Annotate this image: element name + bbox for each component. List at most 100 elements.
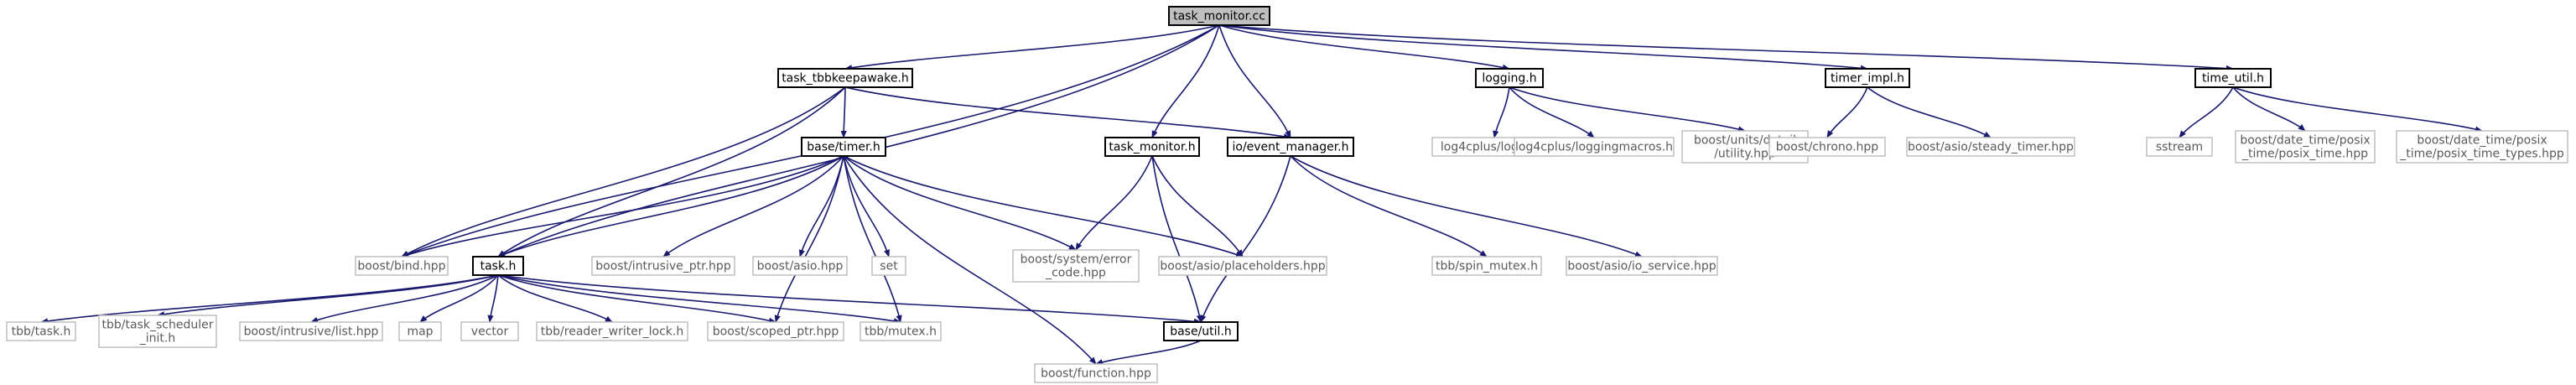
node-label: _code.hpp [1045,266,1106,279]
node-label: _time/posix_time_types.hpp [2399,147,2564,160]
node-task_h[interactable]: task.h [472,256,524,276]
node-boost_asio_io_service: boost/asio/io_service.hpp [1566,256,1718,276]
node-boost_posix_time: boost/date_time/posix_time/posix_time.hp… [2235,130,2376,164]
node-box [355,256,449,276]
node-tbb_reader_writer_lock_h: tbb/reader_writer_lock.h [536,321,688,341]
node-box [1768,137,1886,157]
edge-task_monitor_h-to-base_util_h [1151,155,1202,323]
node-box [752,256,848,276]
node-task_monitor_cc[interactable]: task_monitor.cc [1168,6,1270,26]
edge-task_monitor_h-to-boost_system_error_code [1075,155,1153,251]
edge-task_h-to-base_util_h [497,274,1202,325]
node-box [1514,137,1675,157]
node-label: base/timer.h [807,140,880,153]
edge-base_util_h-to-boost_function [1095,340,1202,366]
node-sstream: sstream [2146,137,2213,157]
node-label: boost/asio.hpp [757,259,844,273]
node-label: tbb/task.h [12,325,71,338]
node-box [777,68,913,88]
node-base_util_h[interactable]: base/util.h [1163,321,1239,341]
node-box [1012,249,1140,283]
node-label: timer_impl.h [1831,71,1904,85]
node-label: boost/scoped_ptr.hpp [713,325,839,338]
edge-base_timer_h-to-boost_asio_placeholders [843,155,1244,258]
node-task_tbbkeepawake_h[interactable]: task_tbbkeepawake.h [777,68,913,88]
node-boost_asio: boost/asio.hpp [752,256,848,276]
node-label: boost/chrono.hpp [1776,140,1879,153]
node-boost_posix_time_types: boost/date_time/posix_time/posix_time_ty… [2396,130,2568,164]
node-label: task_tbbkeepawake.h [782,71,909,85]
node-box [707,321,844,341]
node-label: boost/date_time/posix [2417,133,2547,147]
node-label: /utility.hpp [1714,147,1776,160]
node-label: tbb/reader_writer_lock.h [541,325,683,338]
node-log4cplus_loggingmacros_h: log4cplus/loggingmacros.h [1514,137,1675,157]
edge-base_timer_h-to-boost_intrusive_ptr [662,155,844,258]
node-label: tbb/spin_mutex.h [1436,259,1538,273]
node-base_timer_h[interactable]: base/timer.h [801,137,886,157]
node-box [591,256,735,276]
node-timer_impl_h[interactable]: timer_impl.h [1825,68,1910,88]
edge-base_timer_h-to-boost_bind [401,155,844,258]
edge-task_monitor_cc-to-task_tbbkeepawake_h [844,24,1220,71]
node-label: tbb/mutex.h [865,325,937,338]
node-boost_bind: boost/bind.hpp [355,256,449,276]
node-label: set [880,259,898,273]
edge-task_monitor_cc-to-time_util_h [1218,24,2234,72]
node-label: task_monitor.cc [1173,9,1265,23]
node-box [1104,137,1200,157]
edge-base_timer_h-to-tbb_mutex_h [843,155,902,323]
node-boost_intrusive_ptr: boost/intrusive_ptr.hpp [591,256,735,276]
edge-task_h-to-boost_scoped_ptr [497,274,776,324]
node-box [1168,6,1270,26]
edge-io_event_manager_h-to-base_util_h [1200,155,1291,323]
node-tbb_mutex_h: tbb/mutex.h [860,321,942,341]
edge-base_timer_h-to-boost_function [843,155,1097,365]
edge-logging_h-to-boost_units_detail_utility [1509,86,1746,133]
node-label: boost/bind.hpp [357,259,445,273]
node-box [536,321,688,341]
edge-task_h-to-tbb_task_h [40,274,499,325]
edge-task_monitor_h-to-boost_asio_placeholders [1151,155,1244,258]
node-time_util_h[interactable]: time_util.h [2194,68,2272,88]
node-label: log4cplus/loggingmacros.h [1515,140,1673,153]
node-label: boost/intrusive/list.hpp [244,325,379,338]
node-box [472,256,524,276]
edge-base_timer_h-to-boost_system_error_code [843,155,1077,251]
node-layer: task_monitor.cc boost/bind.hpp task.h task_… [6,6,2568,383]
node-task_monitor_h[interactable]: task_monitor.h [1104,137,1200,157]
edge-time_util_h-to-boost_posix_time_types [2232,86,2483,133]
node-box [2235,130,2376,164]
node-label: boost/asio/io_service.hpp [1567,259,1716,273]
node-box [1227,137,1354,157]
edge-task_monitor_cc-to-logging_h [1218,24,1510,70]
edge-time_util_h-to-boost_posix_time [2232,86,2306,132]
node-box [398,321,442,341]
node-boost_function: boost/function.hpp [1034,363,1158,383]
node-box [2194,68,2272,88]
node-io_event_manager_h[interactable]: io/event_manager.h [1227,137,1354,157]
edge-task_monitor_cc-to-task_monitor_h [1151,24,1220,138]
edge-task_h-to-tbb_reader_writer_lock_h [497,274,613,323]
node-label: boost/intrusive_ptr.hpp [595,259,731,273]
node-label: boost/date_time/posix [2240,133,2370,147]
node-box [1906,137,2075,157]
edge-base_timer_h-to-boost_asio [798,155,844,258]
node-label: _init.h [139,331,175,345]
node-box [1566,256,1718,276]
node-boost_intrusive_list: boost/intrusive/list.hpp [239,321,383,341]
node-boost_chrono: boost/chrono.hpp [1768,137,1886,157]
node-label: vector [471,325,509,338]
node-boost_system_error_code: boost/system/error_code.hpp [1012,249,1140,283]
node-label: boost/asio/steady_timer.hpp [1908,140,2074,153]
node-box [871,256,906,276]
node-box [460,321,519,341]
node-label: time_util.h [2202,71,2264,85]
edge-layer [40,24,2483,366]
node-box [2396,130,2568,164]
node-logging_h[interactable]: logging.h [1475,68,1544,88]
node-label: tbb/task_scheduler [102,318,214,331]
node-box [2146,137,2213,157]
node-box [98,315,217,348]
